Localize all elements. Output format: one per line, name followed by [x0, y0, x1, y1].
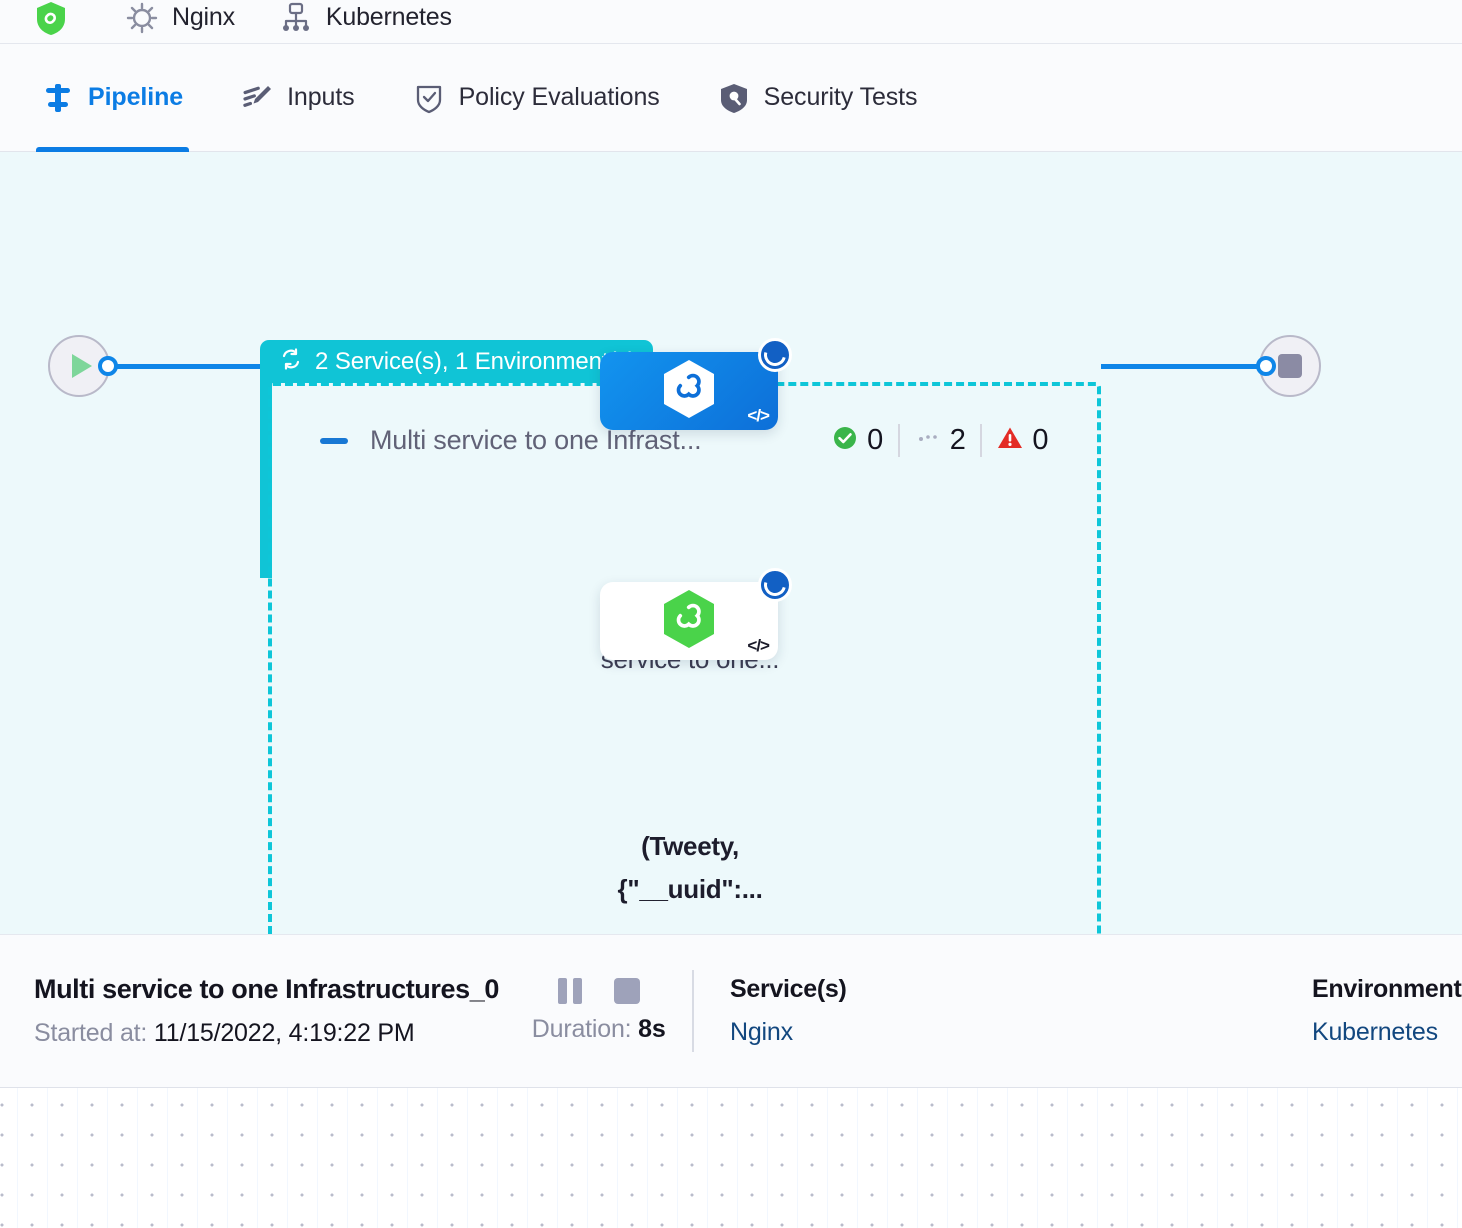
pause-icon[interactable]: [557, 978, 582, 1004]
service-node-tweety-name: (Tweety,: [641, 831, 739, 861]
start-node-port[interactable]: [98, 356, 118, 376]
kubernetes-icon: [279, 1, 313, 35]
detail-started-at-value: 11/15/2022, 4:19:22 PM: [153, 1019, 415, 1047]
shield-check-icon: [413, 82, 445, 114]
pipeline-icon: [42, 82, 74, 114]
group-status-cluster: 0 2: [832, 424, 1048, 457]
connector-start-to-group: [112, 364, 264, 369]
breadcrumb-item-environment-label: Kubernetes: [325, 3, 452, 31]
tab-pipeline-label: Pipeline: [88, 83, 184, 111]
status-success: 0: [832, 424, 898, 457]
service-node-tweety-label: (Tweety, {"__uuid":...: [540, 825, 840, 911]
status-pending: 2: [897, 424, 981, 457]
breadcrumb-item-service[interactable]: Nginx: [125, 2, 235, 39]
detail-divider: [692, 970, 694, 1052]
detail-services-header: Service(s): [730, 975, 847, 1003]
page-title: Multi service to one Infrastructures_0: [34, 974, 499, 1004]
minus-icon[interactable]: [320, 437, 348, 444]
group-title: Multi service to one Infrast...: [370, 425, 702, 455]
harness-hex-green-icon: [656, 586, 722, 657]
tab-inputs[interactable]: Inputs: [235, 44, 361, 152]
harness-hex-white-icon: [656, 356, 722, 427]
detail-started-at: Started at: 11/15/2022, 4:19:22 PM: [34, 1019, 515, 1048]
rotate-loop-icon: [278, 346, 304, 377]
detail-environments: Environment(s) Kubernetes: [1312, 975, 1462, 1047]
group-header-label: 2 Service(s), 1 Environment(s): [315, 347, 637, 375]
tab-pipeline[interactable]: Pipeline: [36, 44, 190, 152]
status-success-count: 0: [867, 424, 883, 456]
code-brackets-icon: </>: [747, 406, 770, 425]
running-spinner-icon: [758, 568, 792, 602]
detail-started-at-label: Started at:: [34, 1019, 148, 1047]
execution-detail-panel: Multi service to one Infrastructures_0 S…: [0, 934, 1462, 1088]
status-error-count: 0: [1032, 424, 1048, 456]
breadcrumb-bar: Nginx Kubernetes: [0, 0, 1462, 44]
stop-icon: [1278, 354, 1302, 378]
warning-triangle-red-icon: [997, 425, 1023, 456]
breadcrumb-item-environment[interactable]: Kubernetes: [279, 2, 452, 39]
detail-environments-value[interactable]: Kubernetes: [1312, 1018, 1438, 1046]
status-error: 0: [980, 424, 1048, 457]
tab-policy-evaluations[interactable]: Policy Evaluations: [407, 44, 666, 152]
background-dot-grid: [0, 1088, 1462, 1228]
detail-duration-value: 8s: [638, 1015, 666, 1043]
tab-inputs-label: Inputs: [287, 83, 355, 111]
end-node[interactable]: [1259, 335, 1321, 397]
group-title-row: Multi service to one Infrast... 0: [320, 424, 1048, 457]
shield-green-icon: [34, 1, 68, 35]
stop-icon[interactable]: [613, 978, 640, 1004]
detail-duration-label: Duration:: [531, 1015, 632, 1043]
detail-controls: Duration: 8s: [515, 978, 682, 1044]
code-brackets-icon: </>: [747, 636, 770, 655]
gear-icon: [125, 1, 159, 35]
tab-security-tests[interactable]: Security Tests: [712, 44, 924, 152]
tab-bar: Pipeline Inputs Policy Evaluations: [0, 44, 1462, 152]
detail-duration: Duration: 8s: [515, 1015, 682, 1044]
service-node-nginx[interactable]: </>: [600, 338, 792, 430]
pipeline-canvas[interactable]: 2 Service(s), 1 Environment(s) Multi ser…: [0, 152, 1462, 934]
detail-identity: Multi service to one Infrastructures_0 S…: [34, 974, 515, 1048]
breadcrumb-item-project[interactable]: [34, 1, 81, 39]
detail-services: Service(s) Nginx: [730, 975, 880, 1047]
play-icon: [71, 354, 92, 378]
group-header[interactable]: 2 Service(s), 1 Environment(s): [260, 340, 654, 383]
ellipsis-pending-icon: [915, 425, 941, 456]
inputs-pencil-icon: [241, 82, 273, 114]
running-spinner-icon: [758, 338, 792, 372]
end-node-port[interactable]: [1256, 356, 1276, 376]
status-pending-count: 2: [949, 424, 966, 456]
detail-environments-header: Environment(s): [1312, 975, 1462, 1003]
connector-group-to-end: [1101, 364, 1261, 369]
shield-lock-icon: [718, 82, 750, 114]
service-node-tweety[interactable]: </>: [600, 568, 792, 660]
check-circle-green-icon: [832, 425, 858, 456]
breadcrumb-item-service-label: Nginx: [172, 3, 235, 31]
tab-policy-evaluations-label: Policy Evaluations: [458, 83, 660, 111]
detail-services-value[interactable]: Nginx: [730, 1018, 793, 1046]
tab-security-tests-label: Security Tests: [763, 83, 918, 111]
service-node-tweety-line2: {"__uuid":...: [617, 874, 763, 904]
